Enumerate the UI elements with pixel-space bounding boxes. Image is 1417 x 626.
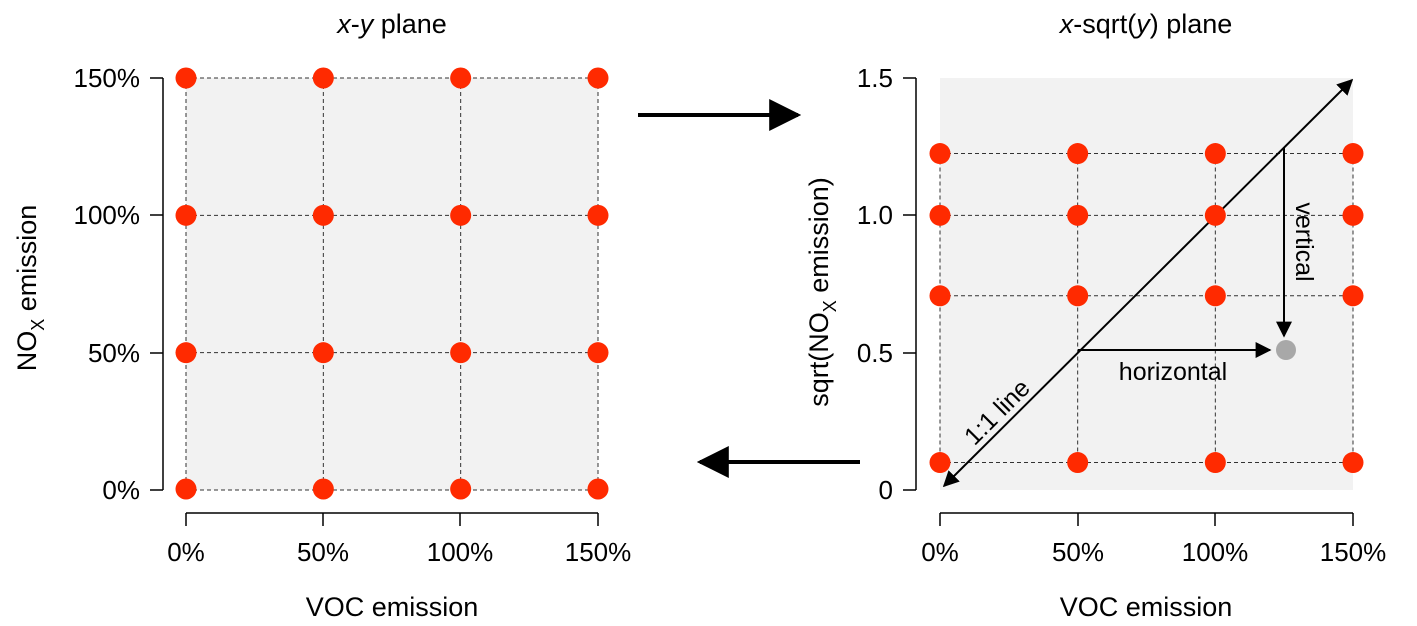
right-y-tick-label: 0.5 [857, 338, 893, 368]
right-grid-point [1067, 285, 1089, 307]
left-grid-point [175, 478, 197, 500]
left-panel-background [186, 78, 598, 490]
left-x-tick-label: 100% [427, 537, 494, 567]
right-x-ticks: 0% 50% 100% 150% [921, 513, 1386, 567]
right-title-y: y [1134, 9, 1151, 39]
left-y-label-sub: X [28, 319, 48, 331]
left-x-ticks: 0% 50% 100% 150% [167, 513, 631, 567]
right-grid-point [1342, 452, 1364, 474]
left-grid-point [312, 204, 334, 226]
right-y-label-pre: sqrt(NO [804, 312, 834, 407]
left-grid-point [312, 478, 334, 500]
left-y-ticks: 150% 100% 50% 0% [74, 63, 163, 505]
left-y-tick-label: 50% [88, 338, 140, 368]
left-panel-title: x-y plane [335, 9, 447, 39]
right-x-tick-label: 150% [1320, 537, 1387, 567]
left-grid-point [312, 342, 334, 364]
left-grid-point [587, 204, 609, 226]
right-x-tick-label: 100% [1182, 537, 1249, 567]
left-x-tick-label: 50% [297, 537, 349, 567]
right-y-tick-label: 1.5 [857, 63, 893, 93]
left-x-tick-label: 150% [565, 537, 632, 567]
vertical-label: vertical [1290, 202, 1318, 281]
right-grid-point [1067, 452, 1089, 474]
right-grid-point [1204, 285, 1226, 307]
right-y-tick-label: 0 [879, 475, 893, 505]
right-grid-point [929, 204, 951, 226]
right-grid-point [1067, 143, 1089, 165]
left-points [175, 67, 609, 500]
right-x-tick-label: 50% [1052, 537, 1104, 567]
horizontal-label: horizontal [1119, 358, 1227, 386]
left-y-tick-label: 100% [74, 200, 141, 230]
right-grid-point [1067, 204, 1089, 226]
left-title-rest: plane [373, 9, 447, 39]
left-title-sep: - [351, 9, 360, 39]
left-y-tick-label: 150% [74, 63, 141, 93]
left-title-x: x [335, 9, 352, 39]
left-grid [185, 77, 599, 491]
left-panel: 150% 100% 50% 0% 0% 50% 100% 150% x-y pl… [12, 9, 631, 622]
left-grid-point [175, 67, 197, 89]
highlight-point [1276, 340, 1296, 360]
right-grid-point [929, 143, 951, 165]
left-x-tick-label: 0% [167, 537, 205, 567]
right-grid-point [1204, 452, 1226, 474]
right-title-x: x [1058, 9, 1075, 39]
right-y-label-sub: X [820, 300, 840, 312]
right-grid-point [1204, 143, 1226, 165]
left-y-label-rest: emission [12, 205, 42, 319]
right-points [929, 143, 1364, 474]
right-title-mid: -sqrt( [1073, 9, 1136, 39]
left-title-y: y [358, 9, 375, 39]
right-grid-point [929, 285, 951, 307]
right-grid-point [929, 452, 951, 474]
right-grid-point [1342, 285, 1364, 307]
left-grid-point [450, 478, 472, 500]
left-grid-point [312, 67, 334, 89]
right-title-rest: ) plane [1150, 9, 1233, 39]
right-grid-point [1342, 204, 1364, 226]
right-y-tick-label: 1.0 [857, 200, 893, 230]
right-y-ticks: 1.5 1.0 0.5 0 [857, 63, 916, 505]
right-grid-point [1342, 143, 1364, 165]
left-y-label-main: NO [12, 331, 42, 372]
left-y-axis-label: NOX emission [12, 205, 48, 372]
left-grid-point [175, 342, 197, 364]
left-grid-point [450, 204, 472, 226]
left-grid-point [587, 67, 609, 89]
left-grid-point [587, 478, 609, 500]
right-panel-title: x-sqrt(y) plane [1058, 9, 1233, 39]
right-y-axis-label: sqrt(NOX emission) [804, 177, 840, 407]
left-grid-point [587, 342, 609, 364]
right-y-label-post: emission) [804, 177, 834, 300]
left-y-tick-label: 0% [102, 475, 140, 505]
right-panel: 1.5 1.0 0.5 0 0% 50% 100% 150% x-sqrt(y)… [804, 9, 1386, 622]
left-grid-point [450, 67, 472, 89]
left-grid-point [175, 204, 197, 226]
right-grid-point [1204, 204, 1226, 226]
right-x-tick-label: 0% [921, 537, 959, 567]
right-x-axis-label: VOC emission [1060, 592, 1233, 622]
left-grid-point [450, 342, 472, 364]
left-x-axis-label: VOC emission [306, 592, 479, 622]
